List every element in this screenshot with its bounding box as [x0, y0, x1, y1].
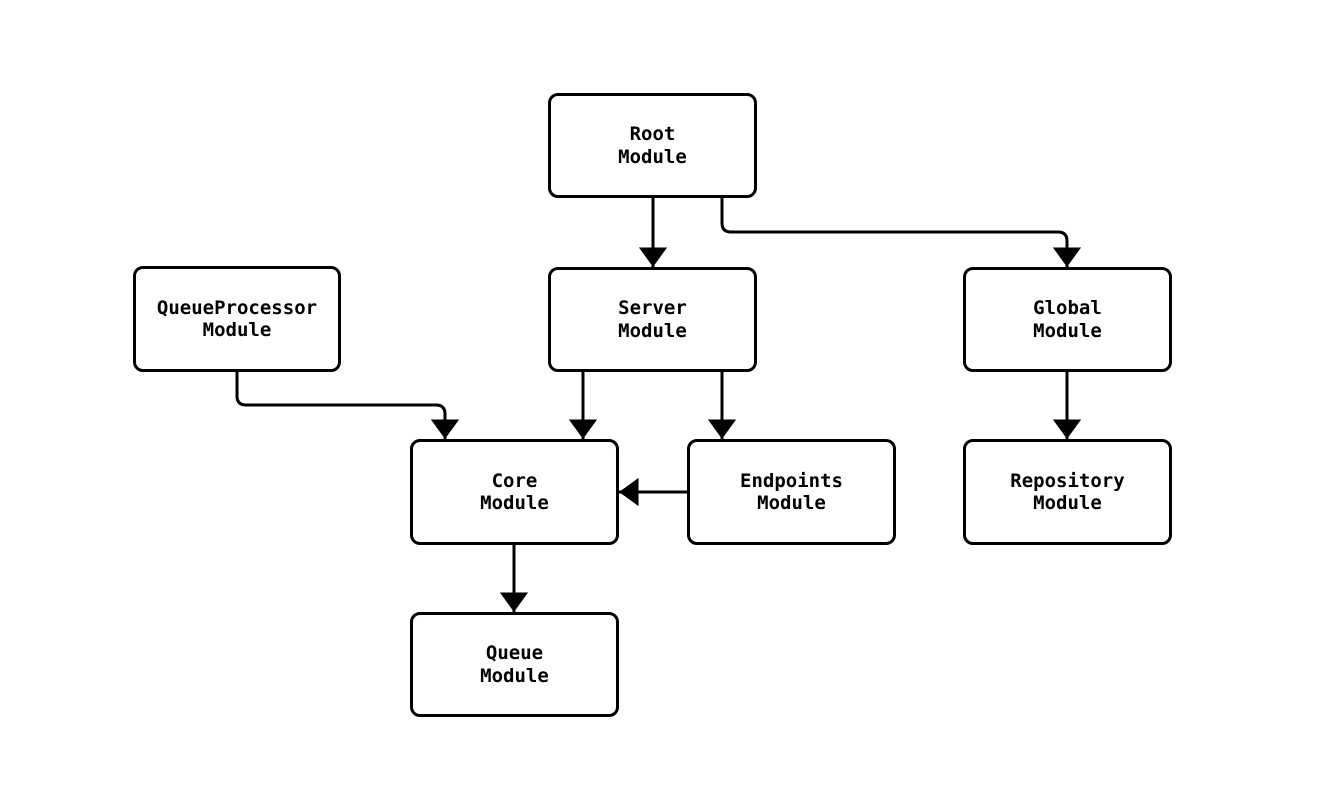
- node-server-module: Server Module: [548, 267, 757, 372]
- node-core-module: Core Module: [410, 439, 619, 545]
- node-queue-module: Queue Module: [410, 612, 619, 717]
- node-endpoints-module: Endpoints Module: [687, 439, 896, 545]
- node-global-module: Global Module: [963, 267, 1172, 372]
- node-queueprocessor-module: QueueProcessor Module: [133, 266, 341, 372]
- node-root-module: Root Module: [548, 93, 757, 198]
- edge-queueprocessor-to-core: [235, 372, 460, 439]
- node-repository-module: Repository Module: [963, 439, 1172, 545]
- edge-root-to-global: [720, 198, 1082, 267]
